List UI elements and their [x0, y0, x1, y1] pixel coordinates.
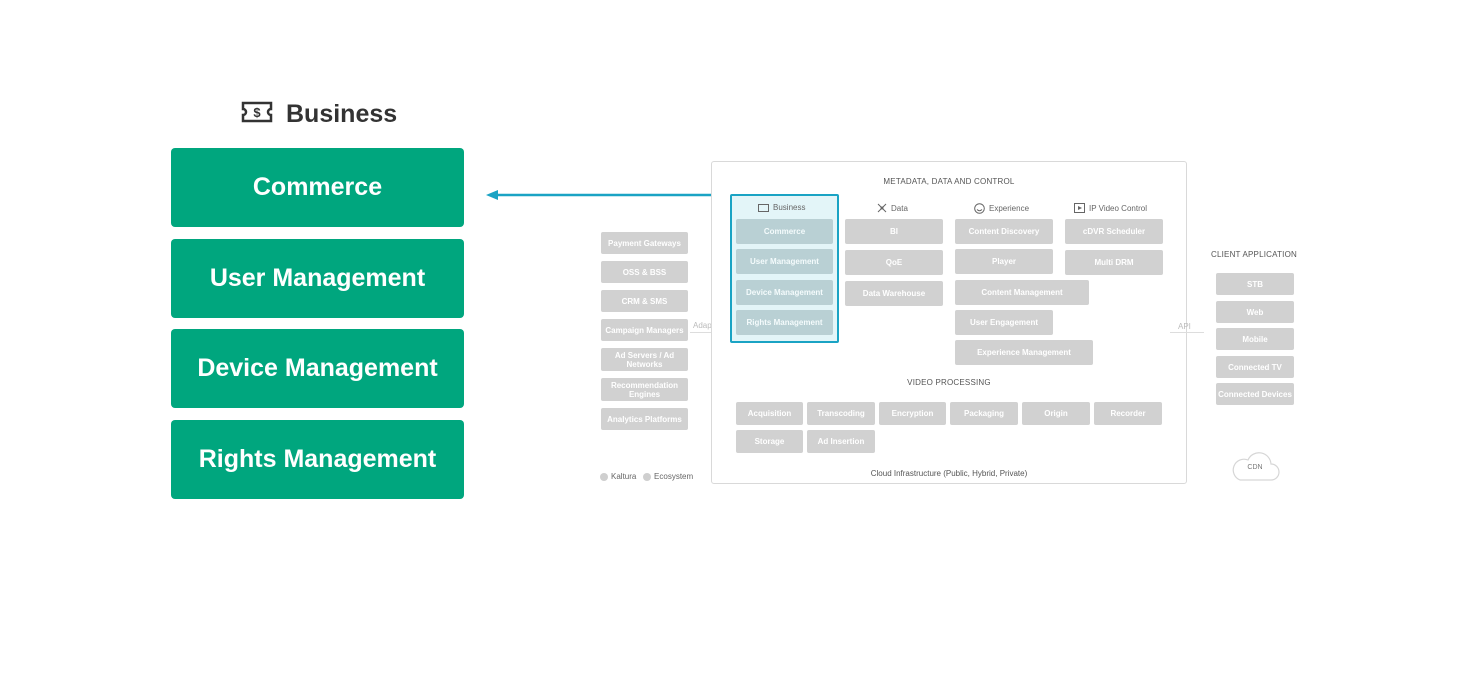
vp-item: Recorder	[1094, 402, 1162, 425]
ticket-dollar-icon: $	[240, 100, 274, 129]
client-item: Mobile	[1216, 328, 1294, 350]
ecosystem-item: OSS & BSS	[601, 261, 688, 283]
vp-item: Packaging	[950, 402, 1018, 425]
legend-kaltura: Kaltura	[611, 472, 637, 481]
cdn-label: CDN	[1247, 464, 1263, 471]
vp-item: Transcoding	[807, 402, 875, 425]
ecosystem-item: Payment Gateways	[601, 232, 688, 254]
vp-item: Storage	[736, 430, 803, 453]
vp-item: Acquisition	[736, 402, 803, 425]
ecosystem-item: CRM & SMS	[601, 290, 688, 312]
business-item: User Management	[736, 249, 833, 274]
ip-video-column-title: IP Video Control	[1089, 203, 1147, 213]
api-label: API	[1178, 322, 1191, 331]
experience-column-header: Experience	[974, 203, 1029, 214]
business-item: Commerce	[736, 219, 833, 244]
client-item: Connected Devices	[1216, 383, 1294, 405]
ip-video-item: cDVR Scheduler	[1065, 219, 1163, 244]
experience-item: Content Management	[955, 280, 1089, 305]
business-column-title: Business	[773, 203, 806, 212]
client-item: STB	[1216, 273, 1294, 295]
ticket-icon	[758, 203, 769, 212]
ecosystem-item: Analytics Platforms	[601, 408, 688, 430]
business-header: $ Business	[240, 100, 397, 129]
data-item: QoE	[845, 250, 943, 275]
vp-item: Encryption	[879, 402, 946, 425]
experience-column-title: Experience	[989, 204, 1030, 213]
legend-dot-ecosystem	[643, 472, 652, 481]
ecosystem-item: Recommendation Engines	[601, 378, 688, 401]
network-icon	[877, 203, 887, 213]
experience-item: Player	[955, 249, 1053, 274]
experience-item: Content Discovery	[955, 219, 1053, 244]
commerce-button[interactable]: Commerce	[171, 148, 464, 227]
legend-dot-kaltura	[600, 472, 608, 481]
business-item: Rights Management	[736, 310, 833, 335]
vp-item: Origin	[1022, 402, 1090, 425]
metadata-header: METADATA, DATA AND CONTROL	[883, 177, 1015, 186]
data-column-header: Data	[877, 203, 908, 213]
user-management-button[interactable]: User Management	[171, 239, 464, 318]
video-play-icon	[1074, 203, 1085, 213]
business-item: Device Management	[736, 280, 833, 305]
rights-management-button[interactable]: Rights Management	[171, 420, 464, 499]
cloud-infrastructure-label: Cloud Infrastructure (Public, Hybrid, Pr…	[870, 469, 1028, 478]
vp-item: Ad Insertion	[807, 430, 875, 453]
client-item: Connected TV	[1216, 356, 1294, 378]
client-item: Web	[1216, 301, 1294, 323]
video-processing-title: VIDEO PROCESSING	[907, 378, 991, 387]
device-management-button[interactable]: Device Management	[171, 329, 464, 408]
svg-text:$: $	[253, 105, 261, 120]
legend-ecosystem: Ecosystem	[654, 472, 694, 481]
connector-arrow	[486, 190, 744, 200]
data-item: Data Warehouse	[845, 281, 943, 306]
business-title: Business	[286, 100, 398, 128]
ip-video-column-header: IP Video Control	[1074, 203, 1147, 213]
smiley-icon	[974, 203, 985, 214]
ecosystem-item: Ad Servers / Ad Networks	[601, 348, 688, 371]
ecosystem-item: Campaign Managers	[601, 319, 688, 341]
experience-item: User Engagement	[955, 310, 1053, 335]
adapters-label: Adapters	[693, 321, 726, 330]
business-column-header: Business	[758, 203, 805, 212]
client-application-title: CLIENT APPLICATION	[1211, 250, 1297, 259]
ip-video-item: Multi DRM	[1065, 250, 1163, 275]
api-line	[1170, 332, 1204, 333]
experience-item: Experience Management	[955, 340, 1093, 365]
adapters-line	[690, 332, 730, 333]
legend: Kaltura Ecosystem	[600, 472, 693, 481]
data-column-title: Data	[891, 203, 908, 213]
data-item: BI	[845, 219, 943, 244]
cdn-cloud-icon	[1232, 452, 1280, 481]
